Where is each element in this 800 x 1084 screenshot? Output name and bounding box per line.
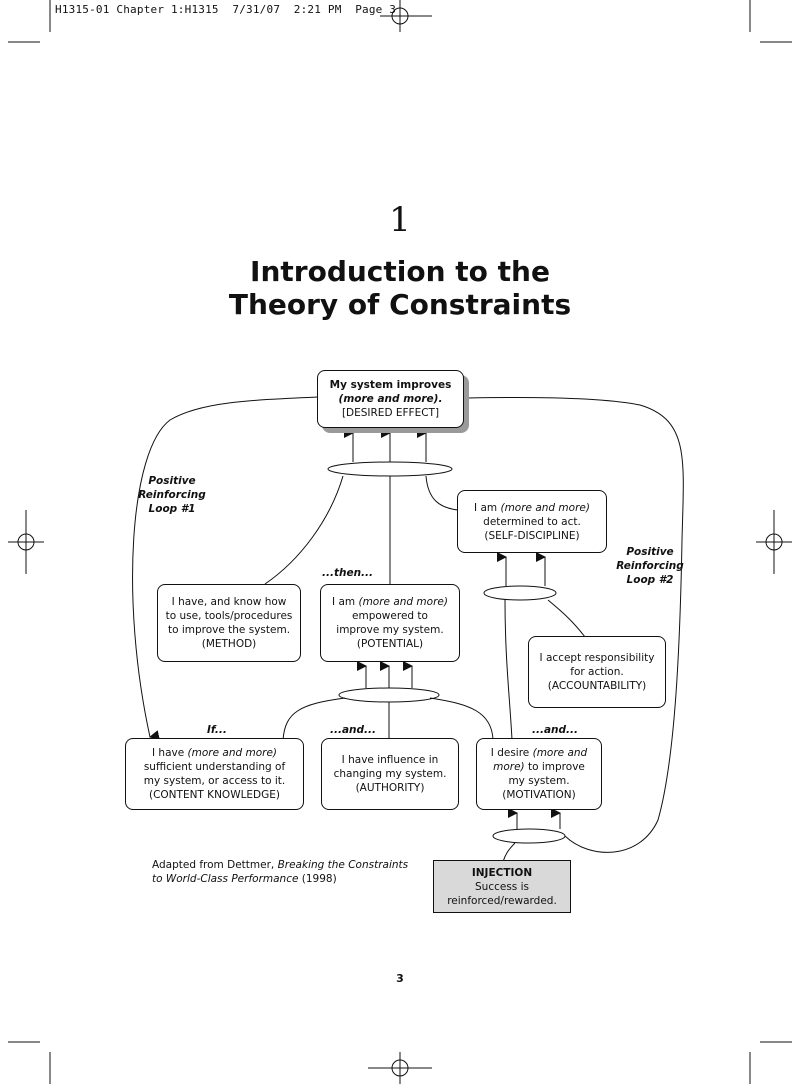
junction-right xyxy=(483,585,557,601)
registration-mark-top xyxy=(380,0,432,32)
desired-effect-line-2: (more and more). xyxy=(338,393,443,405)
accountability-line-2: for action. xyxy=(570,666,624,678)
accountability-line-1: I accept responsibility xyxy=(539,652,655,664)
content-knowledge-line-2: sufficient understanding of xyxy=(143,761,286,773)
crop-marks xyxy=(8,0,792,1084)
potential-line-4: (POTENTIAL) xyxy=(356,638,424,650)
loop-1-label-line-3: Loop #1 xyxy=(148,503,196,515)
then-label: ...then... xyxy=(322,567,374,579)
content-knowledge-line-3: my system, or access to it. xyxy=(143,775,286,787)
junction-bottom xyxy=(492,828,566,844)
authority-line-3: (AUTHORITY) xyxy=(355,782,425,794)
authority-box: I have influence in changing my system. … xyxy=(321,738,459,810)
loop-2-label-line-3: Loop #2 xyxy=(626,574,674,586)
source-caption: Adapted from Dettmer, Breaking the Const… xyxy=(152,858,408,886)
self-discipline-line-3: (SELF-DISCIPLINE) xyxy=(484,529,580,542)
loop-2-label-line-2: Reinforcing xyxy=(616,560,684,572)
method-box: I have, and know how to use, tools/proce… xyxy=(157,584,301,662)
potential-box: I am (more and more) empowered to improv… xyxy=(320,584,460,662)
if-label: If... xyxy=(207,724,227,736)
caption-line-2: to World-Class Performance (1998) xyxy=(152,873,337,885)
self-discipline-box: I am (more and more) determined to act. … xyxy=(457,490,607,553)
desired-effect-line-3: [DESIRED EFFECT] xyxy=(341,407,440,419)
junction-top xyxy=(327,461,453,477)
accountability-line-3: (ACCOUNTABILITY) xyxy=(547,680,647,692)
loop-1-label-line-1: Positive xyxy=(148,475,196,487)
chapter-title: Introduction to the Theory of Constraint… xyxy=(0,255,800,321)
junction-middle xyxy=(338,687,440,703)
injection-line-1: INJECTION xyxy=(471,866,533,879)
loop-2-label-line-1: Positive xyxy=(626,546,674,558)
loop-1-label: Positive Reinforcing Loop #1 xyxy=(136,474,208,516)
injection-line-3: reinforced/rewarded. xyxy=(447,894,557,907)
loop-2-label: Positive Reinforcing Loop #2 xyxy=(612,545,688,587)
and-label-1: ...and... xyxy=(330,724,377,736)
content-knowledge-line-4: (CONTENT KNOWLEDGE) xyxy=(148,789,281,801)
loop-1-label-line-2: Reinforcing xyxy=(138,489,206,501)
motivation-line-4: (MOTIVATION) xyxy=(502,789,576,801)
registration-mark-right xyxy=(756,510,792,574)
accountability-box: I accept responsibility for action. (ACC… xyxy=(528,636,666,708)
method-line-2: to use, tools/procedures xyxy=(165,610,293,622)
potential-line-1: I am (more and more) xyxy=(332,596,448,608)
potential-line-2: empowered to xyxy=(352,610,428,622)
desired-effect-line-1: My system improves xyxy=(329,379,452,391)
injection-line-2: Success is xyxy=(475,880,529,893)
method-line-3: to improve the system. xyxy=(167,624,291,636)
motivation-line-3: my system. xyxy=(508,775,570,787)
desired-effect-box: My system improves (more and more). [DES… xyxy=(317,370,464,428)
registration-mark-left xyxy=(8,510,44,574)
authority-line-1: I have influence in xyxy=(341,754,439,766)
injection-box: INJECTION Success is reinforced/rewarded… xyxy=(433,860,571,913)
self-discipline-line-1: I am (more and more) xyxy=(474,501,590,514)
authority-line-2: changing my system. xyxy=(333,768,447,780)
chapter-number: 1 xyxy=(389,200,411,240)
registration-mark-bottom xyxy=(368,1052,432,1084)
and-label-2: ...and... xyxy=(532,724,579,736)
connectors xyxy=(132,396,684,863)
motivation-line-1: I desire (more and xyxy=(490,747,588,759)
self-discipline-line-2: determined to act. xyxy=(483,515,581,528)
caption-line-1: Adapted from Dettmer, Breaking the Const… xyxy=(152,859,409,871)
chapter-title-line-1: Introduction to the xyxy=(250,255,550,288)
content-knowledge-line-1: I have (more and more) xyxy=(151,747,278,759)
potential-line-3: improve my system. xyxy=(336,624,444,636)
print-slug: H1315-01 Chapter 1:H1315 7/31/07 2:21 PM… xyxy=(55,3,397,16)
motivation-line-2: more) to improve xyxy=(493,761,585,773)
motivation-box: I desire (more and more) to improve my s… xyxy=(476,738,602,810)
content-knowledge-box: I have (more and more) sufficient unders… xyxy=(125,738,304,810)
method-line-1: I have, and know how xyxy=(171,596,287,608)
page-number: 3 xyxy=(396,972,404,985)
method-line-4: (METHOD) xyxy=(201,638,257,650)
chapter-title-line-2: Theory of Constraints xyxy=(228,288,572,321)
